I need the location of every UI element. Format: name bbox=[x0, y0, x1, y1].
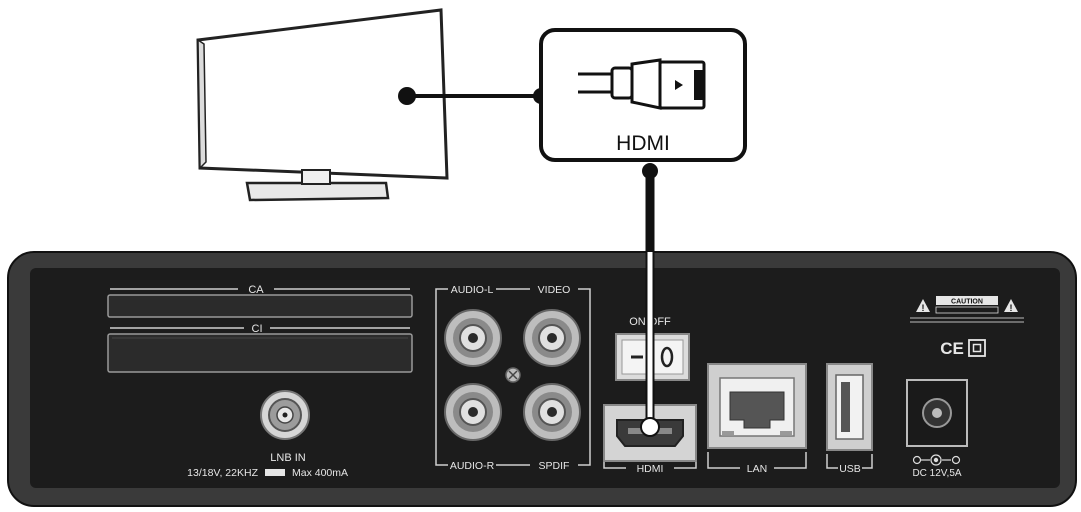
hdmi-port-plug-dot bbox=[640, 417, 660, 437]
ca-label: CA bbox=[248, 284, 264, 296]
tv-hdmi-input-dot bbox=[398, 87, 416, 105]
rca-jack-audio-r bbox=[444, 383, 502, 441]
dc-amp: 5A bbox=[949, 468, 962, 479]
screw-icon bbox=[505, 367, 521, 383]
lnb-in-connector bbox=[260, 390, 310, 440]
hdmi-callout-label: HDMI bbox=[616, 132, 670, 155]
receiver-back-panel: CA CI LNB IN 13/18V, 22KHZ Max 400mA bbox=[7, 251, 1077, 507]
lnb-spec-label: 13/18V, 22KHZ bbox=[187, 467, 258, 479]
exclamation-icon: ! bbox=[922, 303, 925, 313]
lnb-max-label: Max 400mA bbox=[292, 467, 348, 479]
lnb-spec-bar bbox=[265, 469, 285, 476]
dc-polarity-icon bbox=[912, 454, 961, 466]
usb-port bbox=[826, 363, 873, 451]
av-output-group bbox=[435, 288, 591, 466]
lnb-in-label: LNB IN bbox=[270, 452, 306, 464]
hdmi-plug-icon bbox=[578, 58, 706, 110]
caution-label: ! ! CAUTION bbox=[910, 296, 1024, 323]
audio-l-label: AUDIO-L bbox=[451, 284, 494, 296]
hdmi-port-label: HDMI bbox=[637, 463, 664, 475]
ci-slot: CI bbox=[107, 323, 413, 373]
dc-label: DC 12V,5A bbox=[912, 468, 961, 479]
rca-jack-audio-l bbox=[444, 309, 502, 367]
hdmi-port-bracket bbox=[603, 462, 626, 469]
dc-power-jack bbox=[906, 379, 968, 447]
spdif-label: SPDIF bbox=[539, 460, 570, 472]
rca-jack-video bbox=[523, 309, 581, 367]
flat-tv-icon bbox=[196, 8, 449, 202]
video-label: VIDEO bbox=[538, 284, 571, 296]
rca-jack-spdif bbox=[523, 383, 581, 441]
double-insulation-icon bbox=[968, 339, 986, 357]
dc-voltage: DC 12V bbox=[912, 468, 947, 479]
exclamation-icon-right: ! bbox=[1010, 303, 1013, 313]
ci-label: CI bbox=[252, 323, 263, 335]
lan-label: LAN bbox=[747, 463, 767, 475]
ca-slot: CA bbox=[107, 284, 413, 318]
usb-label: USB bbox=[839, 463, 861, 475]
hdmi-callout: HDMI bbox=[539, 28, 747, 162]
caution-text: CAUTION bbox=[951, 299, 983, 306]
lan-port bbox=[707, 363, 807, 449]
ce-mark: CE bbox=[940, 339, 964, 358]
audio-r-label: AUDIO-R bbox=[450, 460, 495, 472]
